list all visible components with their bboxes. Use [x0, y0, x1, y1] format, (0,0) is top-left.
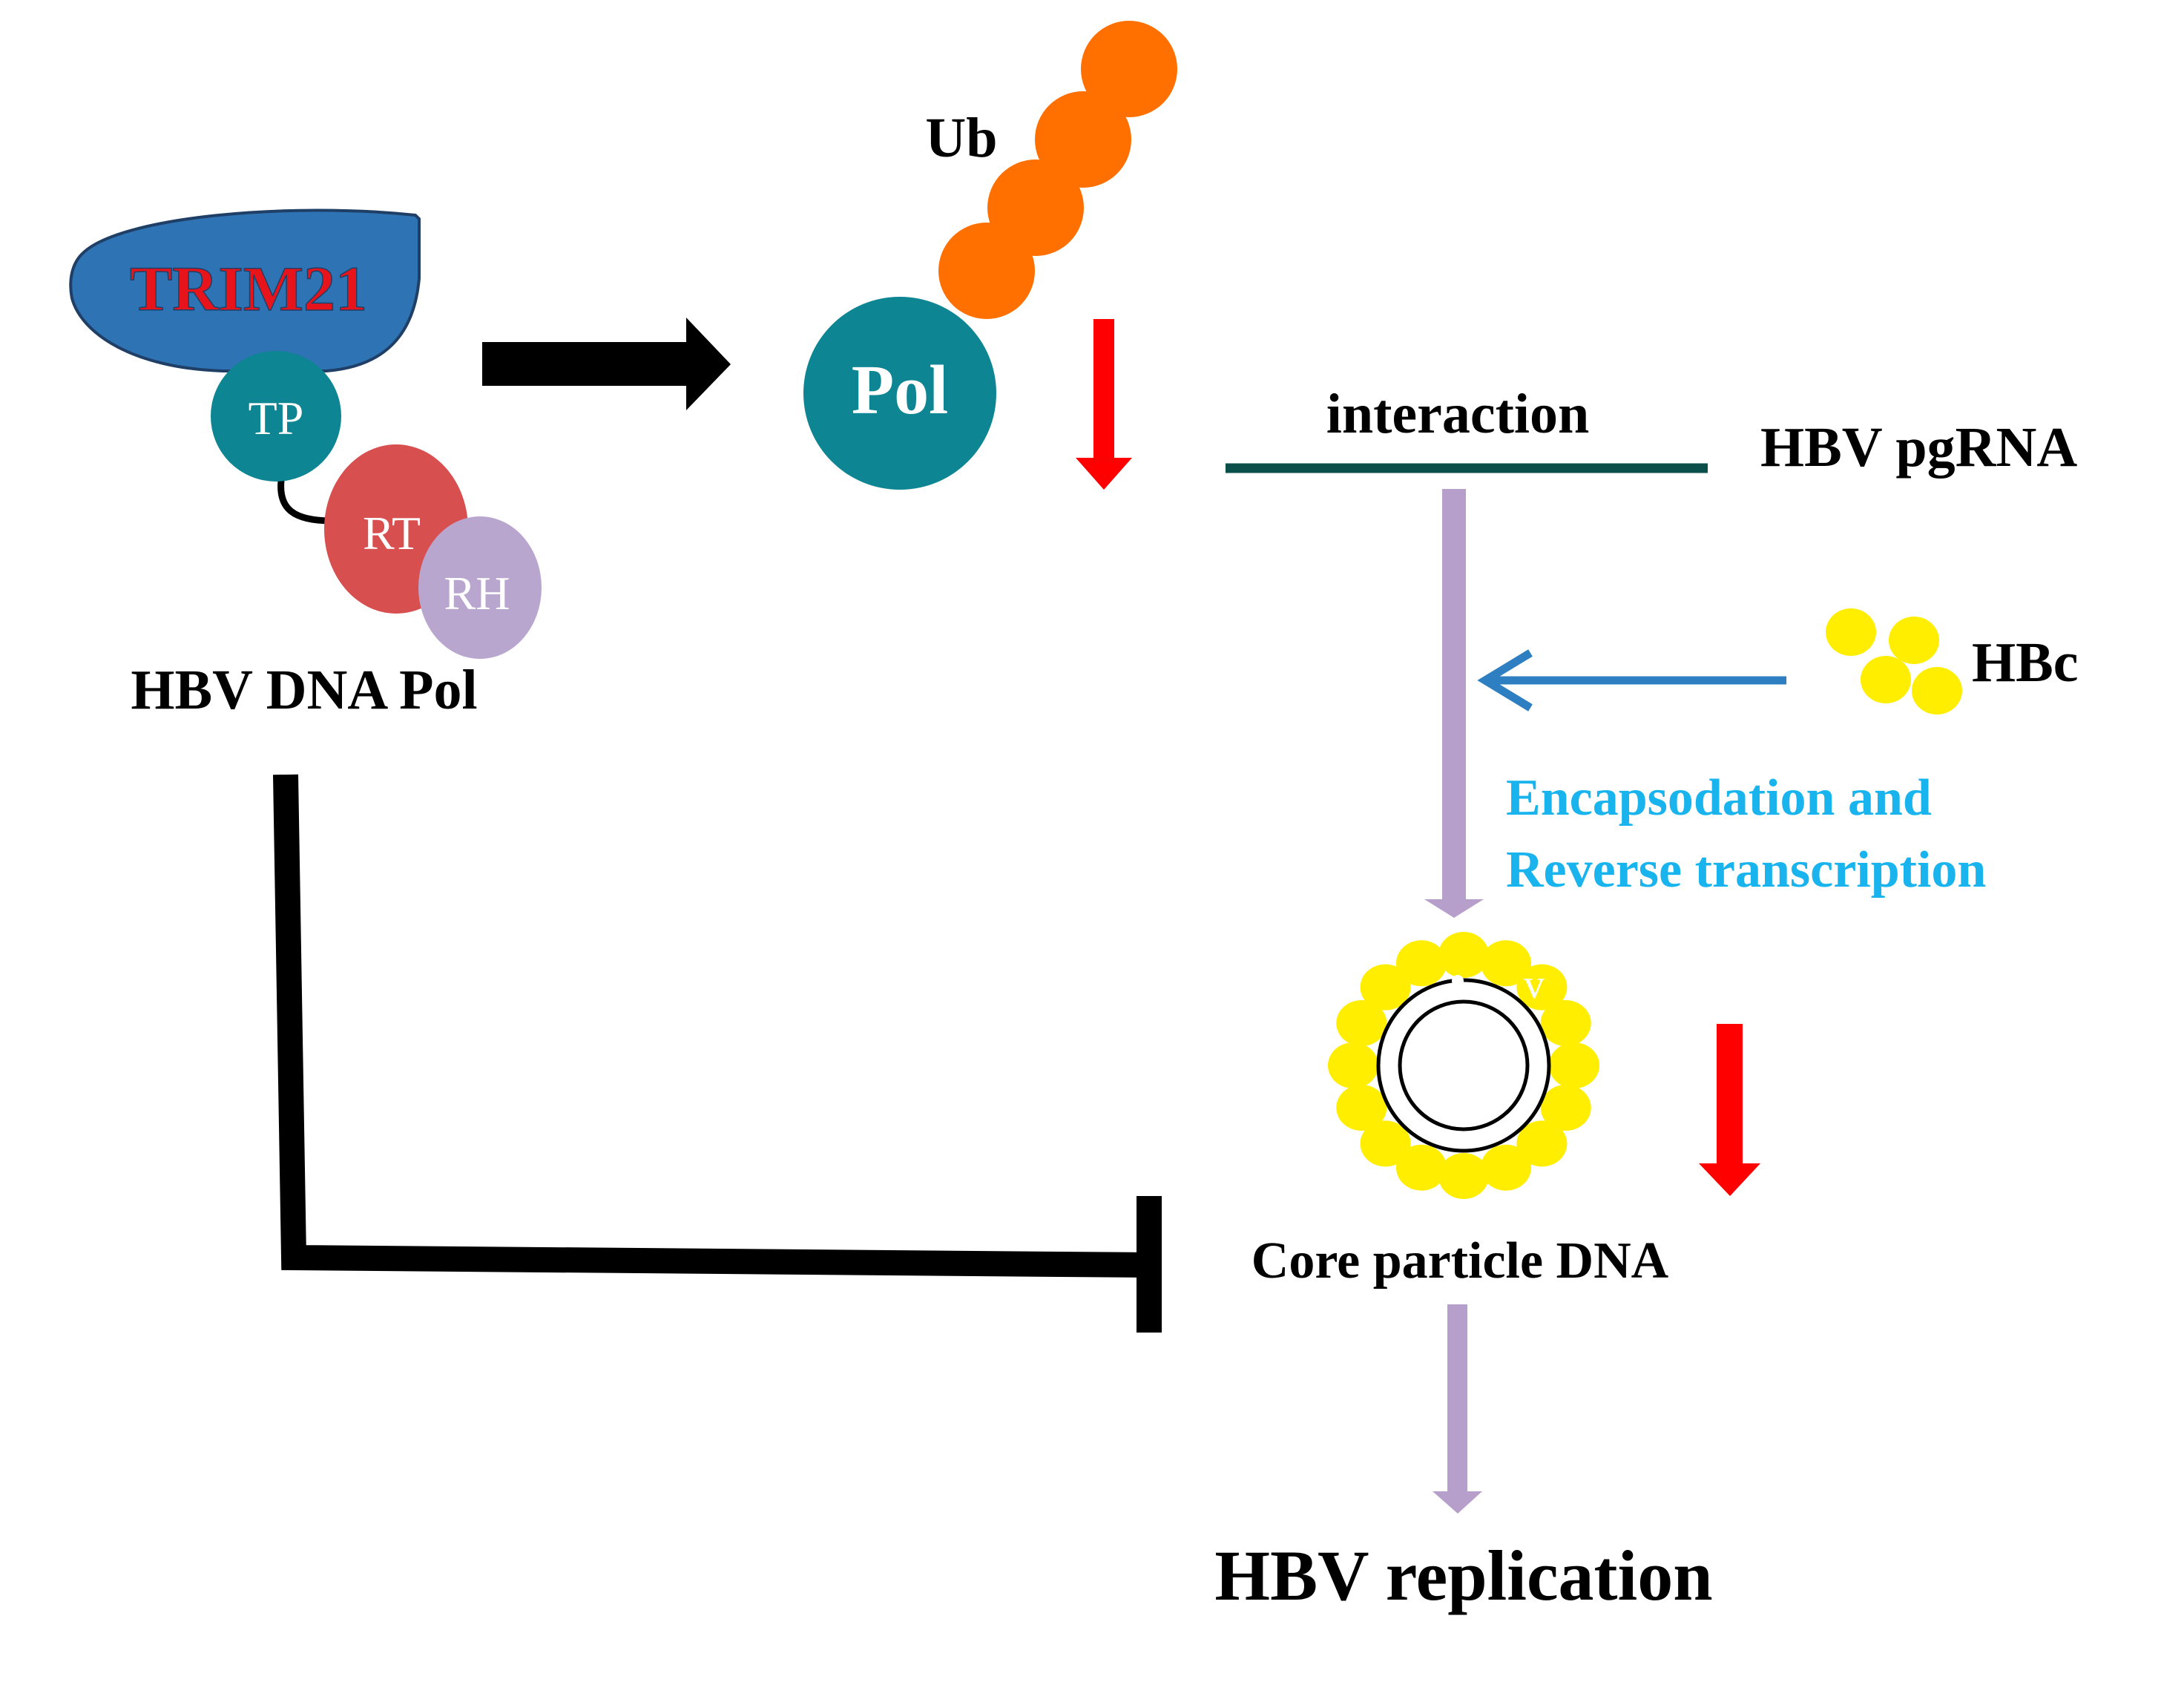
tp-domain	[211, 351, 341, 482]
hbc-particle	[1889, 617, 1939, 664]
encapsidation-label-line1: Encapsodation and	[1506, 769, 1932, 827]
core-particle: v	[1328, 932, 1599, 1199]
inhibition-line	[273, 774, 1162, 1333]
capsid-hbc-subunit	[1396, 1144, 1447, 1191]
capsid-hbc-subunit	[1360, 964, 1411, 1011]
ub-label: Ub	[925, 107, 997, 169]
relaxed-circular-dna-outer	[1376, 978, 1551, 1153]
hbc-particle	[1912, 667, 1962, 714]
hbc-particle	[1861, 656, 1911, 703]
hbv-pgrna-label: HBV pgRNA	[1760, 416, 2077, 479]
rh-label: RH	[444, 567, 510, 620]
capsid-ring	[1328, 932, 1599, 1199]
capsid-hbc-subunit	[1516, 964, 1568, 1011]
capsid-hbc-subunit	[1540, 1000, 1591, 1046]
tp-label: TP	[249, 392, 304, 444]
core-particle-dna-label: Core particle DNA	[1251, 1232, 1669, 1290]
core-dna-decrease-arrow	[1699, 1024, 1760, 1196]
capsid-hbc-subunit	[1328, 1042, 1378, 1088]
hbc-label: HBc	[1972, 631, 2079, 694]
tp-rt-linker	[277, 474, 333, 525]
hbc-recruitment-arrow	[1477, 649, 1786, 712]
ubiquitination-arrow	[482, 318, 731, 410]
inhibition-bar	[1137, 1196, 1162, 1333]
rh-domain	[418, 516, 542, 659]
pol-label: Pol	[852, 352, 949, 429]
dna-strand-end-mark: v	[1524, 962, 1545, 1008]
trim21-shape	[69, 208, 421, 372]
capsid-hbc-subunit	[1360, 1120, 1411, 1167]
trim21-pol-complex: TRIM21 TP RT RH HBV DNA Pol	[69, 208, 542, 721]
rt-label: RT	[363, 507, 421, 559]
ubiquitin-bead	[938, 223, 1035, 319]
hbv-replication-label: HBV replication	[1214, 1536, 1712, 1615]
capsid-hbc-subunit	[1481, 940, 1531, 987]
hbc-cluster	[1826, 608, 1962, 714]
capsid-hbc-subunit	[1438, 932, 1489, 978]
capsid-hbc-subunit	[1336, 1000, 1387, 1046]
ubiquitinated-pol: Ub Pol	[803, 21, 1177, 490]
ubiquitin-bead	[1035, 91, 1131, 188]
trim21-label: TRIM21	[130, 253, 367, 324]
dna-gap-marker	[1452, 975, 1464, 987]
capsid-hbc-subunit	[1481, 1144, 1531, 1191]
ubiquitin-chain	[938, 21, 1177, 319]
replication-arrow	[1433, 1304, 1482, 1514]
capsid-hbc-subunit	[1540, 1085, 1591, 1131]
capsid-hbc-subunit	[1438, 1153, 1489, 1199]
hbv-dna-pol-label: HBV DNA Pol	[131, 659, 477, 721]
pol-protein	[803, 297, 996, 490]
encapsidation-arrow	[1424, 489, 1484, 918]
capsid-hbc-subunit	[1549, 1042, 1599, 1088]
capsid-hbc-subunit	[1396, 940, 1447, 987]
ubiquitin-bead	[1081, 21, 1177, 117]
hbc-particle	[1826, 608, 1876, 656]
capsid-hbc-subunit	[1516, 1120, 1568, 1167]
capsid-hbc-subunit	[1336, 1085, 1387, 1131]
encapsidation-label-line2: Reverse transcription	[1506, 841, 1986, 899]
relaxed-circular-dna-inner	[1398, 999, 1530, 1131]
pol-decrease-arrow	[1076, 319, 1132, 490]
interaction-label: interaction	[1326, 383, 1590, 445]
